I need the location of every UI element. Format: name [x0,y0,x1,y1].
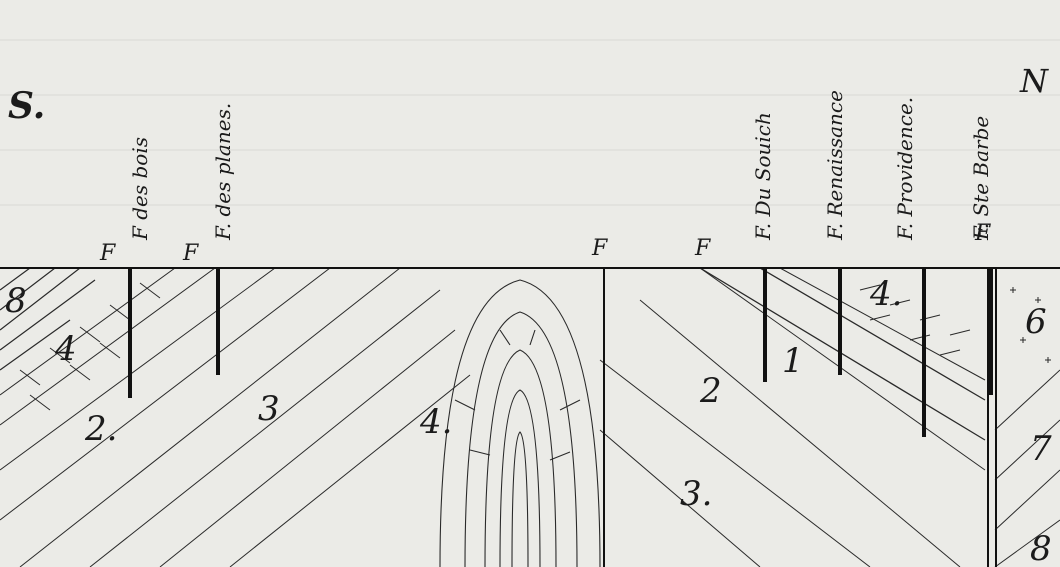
shaft-labels: F des bois F. des planes. F. Du Souich F… [128,90,993,241]
formation-number: 3 [258,389,280,429]
shaft-label: F. Du Souich [751,112,775,241]
formation-number: 3. [680,474,712,514]
formation-1-band [699,268,986,441]
shafts [128,268,993,437]
marker-f: F [99,241,116,266]
formation-number: 7 [1030,429,1052,469]
compass-south: S. [8,85,45,127]
formation-number: 4. [419,402,452,442]
formation-6-7-lines [994,287,1060,567]
formation-2-3-lines-right [599,268,986,567]
formation-8-hatching [0,268,96,371]
compass-north: N [1019,62,1049,100]
marker-f: F [591,236,608,261]
formation-4-right-band [779,268,986,381]
shaft-label: F. des planes. [211,103,235,241]
formation-number: 4. [869,274,902,314]
shaft-label: F des bois [128,137,152,241]
shaft-label: F. Ste Barbe [969,116,993,241]
formation-number: 4 [54,329,77,369]
shaft-markers: F F F F F [99,221,991,266]
formation-number: 8 [1030,529,1052,567]
formation-number: 6 [1025,302,1047,342]
formation-4-left-band [0,268,216,426]
marker-f: F [694,236,711,261]
formation-number: 1 [782,341,804,381]
formation-numbers: 8 4 2. 3 4. 2 3. 1 4. 6 7 8 [5,274,1052,567]
formation-2-3-lines-left [0,268,471,567]
shaft-label: F. Providence. [893,97,917,241]
faults [603,268,997,567]
formation-number: 2 [699,371,722,411]
formation-4-anticline [439,279,601,567]
shaft-label: F. Renaissance [823,90,847,241]
marker-f: F [182,241,199,266]
paper-texture [0,39,1060,206]
marker-f: F [974,221,991,246]
formation-number: 8 [5,281,27,321]
formation-number: 2. [84,409,117,449]
